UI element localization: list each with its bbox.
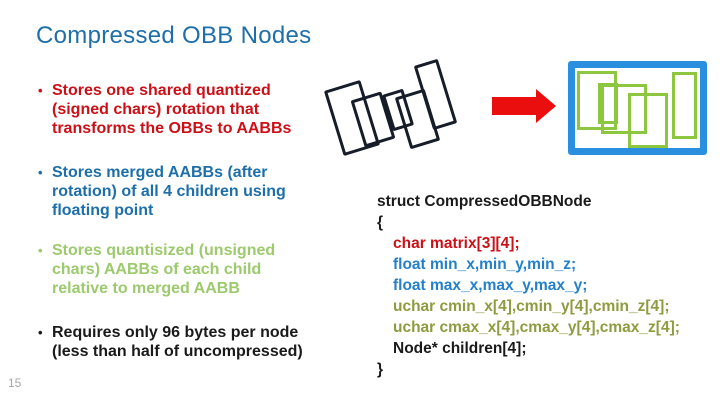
- aabb-bounding-box: [568, 61, 707, 155]
- code-line: uchar cmin_x[4],cmin_y[4],cmin_z[4];: [393, 298, 670, 315]
- right-arrow-icon: [492, 89, 556, 123]
- code-line: }: [377, 361, 384, 378]
- bullet-icon: •: [38, 165, 43, 180]
- bullet-item-merged-aabbs: • Stores merged AABBs (after rotation) o…: [38, 163, 330, 220]
- page-title: Compressed OBB Nodes: [36, 22, 312, 49]
- code-line: uchar cmax_x[4],cmax_y[4],cmax_z[4];: [393, 319, 680, 336]
- page-number: 15: [8, 376, 22, 390]
- code-listing: struct CompressedOBBNode { char matrix[3…: [377, 191, 680, 380]
- code-line: char matrix[3][4];: [393, 235, 520, 252]
- bullet-icon: •: [38, 325, 43, 340]
- bullet-item-quantized-child-aabbs: • Stores quantisized (unsigned chars) AA…: [38, 241, 330, 298]
- bullet-item-bytes-per-node: • Requires only 96 bytes per node (less …: [38, 323, 330, 361]
- code-line: float max_x,max_y,max_y;: [393, 277, 588, 294]
- bullet-item-rotation: • Stores one shared quantized (signed ch…: [38, 81, 330, 138]
- code-line: struct CompressedOBBNode: [377, 193, 592, 210]
- bullet-icon: •: [38, 243, 43, 258]
- aabb-rect: [628, 93, 668, 148]
- aabb-rect: [672, 72, 697, 139]
- code-line: {: [377, 214, 384, 231]
- bullet-icon: •: [38, 83, 43, 98]
- bullet-text: Stores quantisized (unsigned chars) AABB…: [52, 242, 276, 297]
- bullet-text: Requires only 96 bytes per node (less th…: [52, 324, 303, 360]
- code-line: Node* children[4];: [393, 340, 527, 357]
- bullet-text: Stores one shared quantized (signed char…: [52, 82, 292, 137]
- aabb-rect: [601, 84, 647, 134]
- bullet-text: Stores merged AABBs (after rotation) of …: [52, 164, 286, 219]
- code-line: float min_x,min_y,min_z;: [393, 256, 577, 273]
